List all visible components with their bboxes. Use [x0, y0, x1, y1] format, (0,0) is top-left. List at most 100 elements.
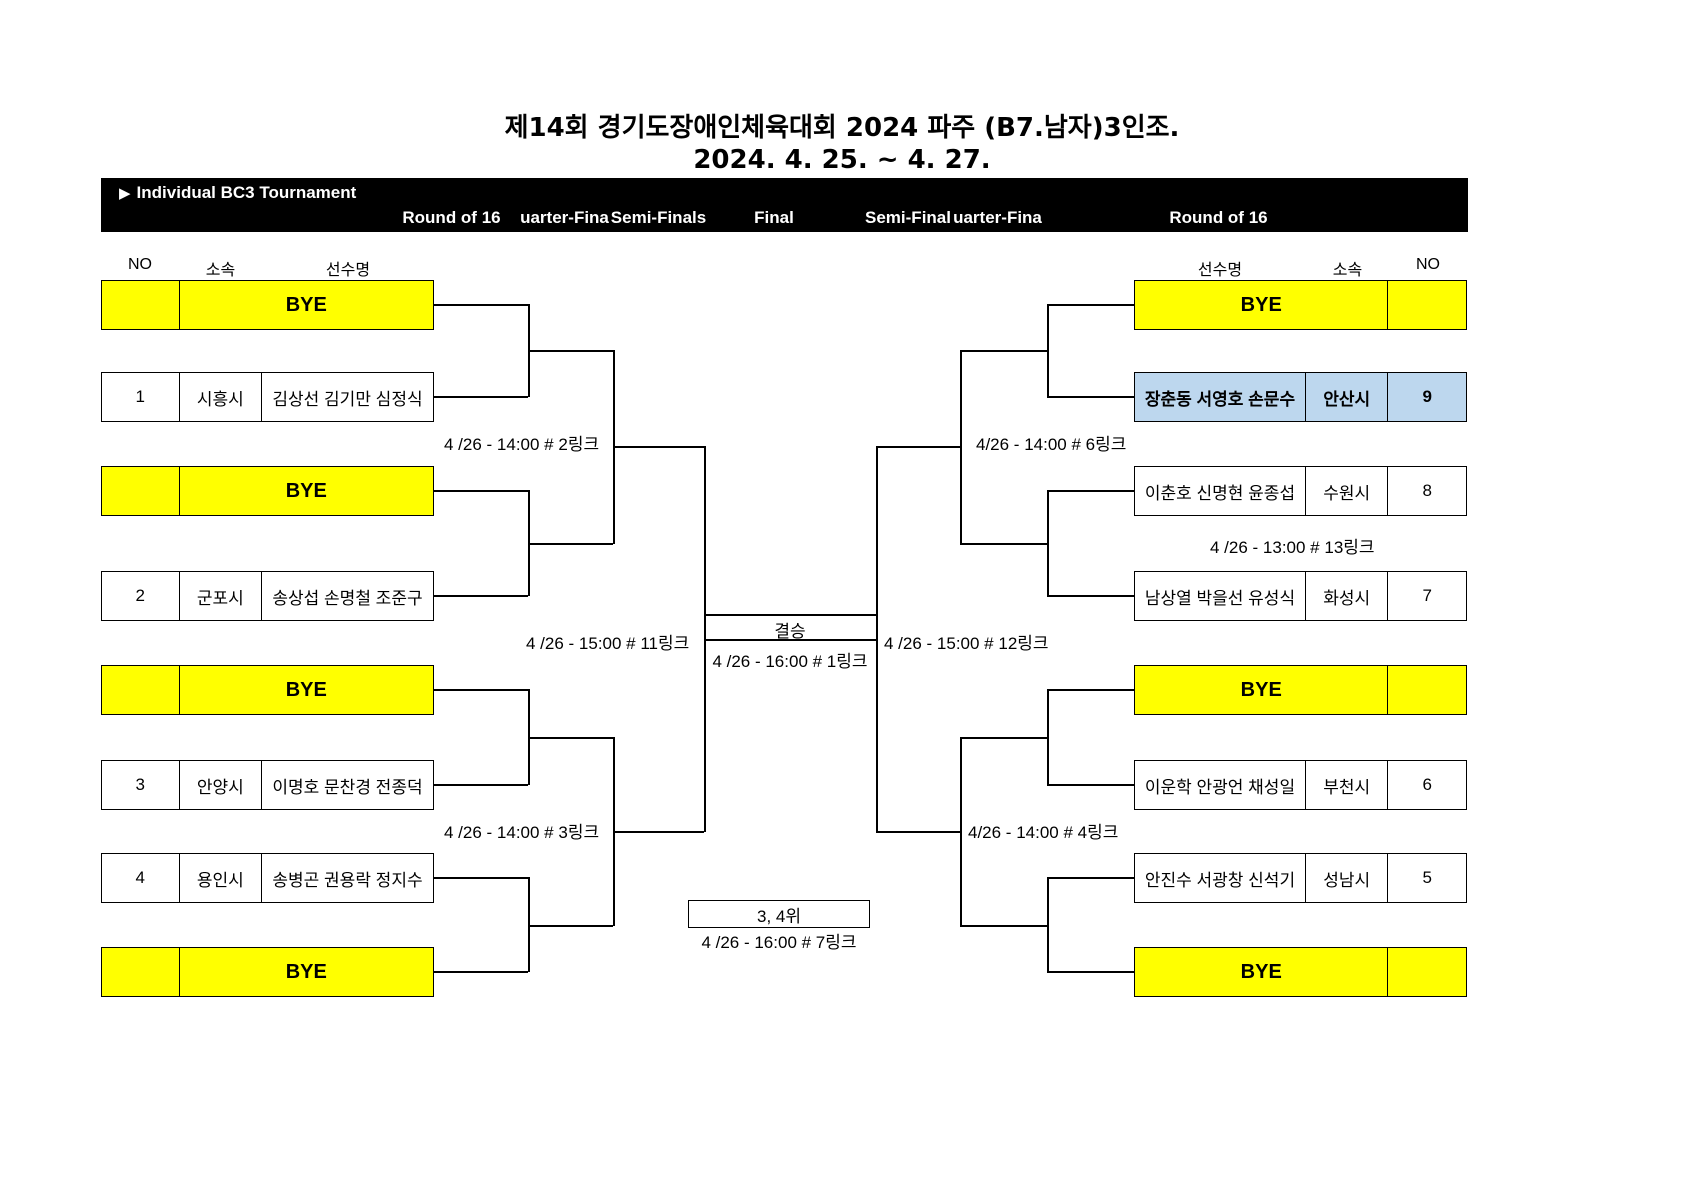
connector-right-d-out: [960, 925, 1047, 927]
col-caption-left-no: NO: [128, 256, 152, 273]
left-entry-2-no: [102, 467, 180, 515]
connector-left-a1: [434, 396, 528, 398]
left-entry-3[interactable]: 2 군포시 송상섭 손명철 조준구: [101, 571, 434, 621]
round-label-final: Final: [754, 208, 794, 227]
right-entry-5-players: 이운학 안광언 채성일: [1135, 761, 1306, 809]
connector-right-b1: [1047, 595, 1134, 597]
round-label-right-sf: Semi-Final: [865, 208, 951, 227]
left-entry-1-players: 김상선 김기만 심정식: [272, 389, 423, 409]
right-entry-6-no: 5: [1422, 868, 1432, 887]
connector-right-a0: [1047, 304, 1134, 306]
col-caption-left-players: 선수명: [325, 262, 371, 279]
right-entry-1-no: 9: [1422, 387, 1432, 406]
right-entry-7[interactable]: BYE: [1134, 947, 1467, 997]
match-time-right-sf: 4 /26 - 15:00 # 12링크: [884, 634, 1049, 653]
third-place-label: 3, 4위: [757, 906, 801, 926]
left-entry-0-players: BYE: [285, 293, 327, 316]
left-entry-2-players: BYE: [285, 479, 327, 502]
right-entry-0-no: [1388, 281, 1466, 329]
col-caption-right-no: NO: [1416, 256, 1440, 273]
left-entry-5-players: 이명호 문찬경 전종덕: [272, 777, 423, 797]
connector-left-b1: [434, 595, 528, 597]
left-entry-5-no: 3: [102, 761, 180, 809]
connector-left-d-v: [528, 877, 530, 972]
right-entry-5-team: 부천시: [1306, 761, 1389, 809]
connector-right-b0: [1047, 490, 1134, 492]
right-entry-6[interactable]: 안진수 서광창 신석기 성남시 5: [1134, 853, 1467, 903]
left-entry-4[interactable]: BYE: [101, 665, 434, 715]
connector-left-d0: [434, 877, 528, 879]
page-title: 제14회 경기도장애인체육대회 2024 파주 (B7.남자)3인조. 2024…: [0, 112, 1684, 176]
col-caption-right-players: 선수명: [1197, 262, 1243, 279]
left-entry-0-no: [102, 281, 180, 329]
right-entry-0[interactable]: BYE: [1134, 280, 1467, 330]
left-entry-5[interactable]: 3 안양시 이명호 문찬경 전종덕: [101, 760, 434, 810]
connector-right-c1: [1047, 784, 1134, 786]
left-entry-0[interactable]: BYE: [101, 280, 434, 330]
connector-left-b-out: [528, 543, 613, 545]
left-entry-3-team: 군포시: [180, 572, 263, 620]
left-entry-4-no: [102, 666, 180, 714]
connector-right-a-out: [960, 350, 1047, 352]
connector-left-a0: [434, 304, 528, 306]
right-entry-3-players: 남상열 박을선 유성식: [1135, 572, 1306, 620]
right-entry-2[interactable]: 이춘호 신명현 윤종섭 수원시 8: [1134, 466, 1467, 516]
left-entry-6-players: 송병곤 권용락 정지수: [272, 870, 423, 890]
match-time-left-sf: 4 /26 - 15:00 # 11링크: [526, 634, 690, 653]
left-entry-6[interactable]: 4 용인시 송병곤 권용락 정지수: [101, 853, 434, 903]
right-entry-3[interactable]: 남상열 박을선 유성식 화성시 7: [1134, 571, 1467, 621]
right-entry-1-players: 장춘동 서영호 손문수: [1135, 373, 1306, 421]
title-line-2: 2024. 4. 25. ~ 4. 27.: [693, 145, 991, 175]
left-entry-1-team: 시흥시: [180, 373, 263, 421]
connector-left-c0: [434, 689, 528, 691]
right-entry-3-team: 화성시: [1306, 572, 1389, 620]
final-label: 결승: [774, 622, 806, 641]
right-entry-3-no: 7: [1422, 586, 1432, 605]
tournament-name: Individual BC3 Tournament: [136, 183, 357, 202]
left-entry-7[interactable]: BYE: [101, 947, 434, 997]
left-entry-2[interactable]: BYE: [101, 466, 434, 516]
right-entry-4-no: [1388, 666, 1466, 714]
left-entry-7-players: BYE: [285, 960, 327, 983]
right-entry-5[interactable]: 이운학 안광언 채성일 부천시 6: [1134, 760, 1467, 810]
connector-left-qf-bot-out: [613, 831, 704, 833]
connector-left-c-out: [528, 737, 613, 739]
right-entry-4[interactable]: BYE: [1134, 665, 1467, 715]
left-entry-1-no: 1: [102, 373, 180, 421]
connector-right-d-v: [1047, 877, 1049, 972]
match-time-right-r16-top: 4 /26 - 13:00 # 13링크: [1210, 538, 1375, 557]
round-label-right-qf: uarter-Fina: [953, 208, 1042, 227]
left-entry-3-no: 2: [102, 572, 180, 620]
right-entry-2-players: 이춘호 신명현 윤종섭: [1135, 467, 1306, 515]
connector-left-qf-top-out: [613, 446, 704, 448]
connector-right-qf-top-out: [876, 446, 961, 448]
match-time-right-qf-top: 4/26 - 14:00 # 6링크: [976, 435, 1127, 454]
connector-right-d0: [1047, 877, 1134, 879]
right-entry-5-no: 6: [1422, 775, 1432, 794]
left-entry-1[interactable]: 1 시흥시 김상선 김기만 심정식: [101, 372, 434, 422]
left-entry-3-players: 송상섭 손명철 조준구: [272, 588, 423, 608]
right-entry-7-no: [1388, 948, 1466, 996]
connector-left-a-out: [528, 350, 613, 352]
right-entry-2-team: 수원시: [1306, 467, 1389, 515]
connector-right-b-v: [1047, 490, 1049, 596]
connector-left-d-out: [528, 925, 613, 927]
third-place-box[interactable]: 3, 4위: [688, 900, 870, 928]
connector-right-b-out: [960, 543, 1047, 545]
right-entry-1-team: 안산시: [1306, 373, 1389, 421]
connector-right-d1: [1047, 971, 1134, 973]
right-entry-6-team: 성남시: [1306, 854, 1389, 902]
right-entry-0-players: BYE: [1135, 281, 1389, 329]
match-time-left-qf-bottom: 4 /26 - 14:00 # 3링크: [444, 823, 600, 842]
tournament-header-bar: ▶Individual BC3 Tournament Round of 16 u…: [101, 178, 1468, 232]
final-box-top-line: [704, 614, 876, 616]
connector-right-c-out: [960, 737, 1047, 739]
right-entry-7-players: BYE: [1135, 948, 1389, 996]
left-entry-7-no: [102, 948, 180, 996]
round-label-left-qf: uarter-Fina: [520, 208, 609, 227]
connector-right-qf-bot-out: [876, 831, 961, 833]
match-time-left-qf-top: 4 /26 - 14:00 # 2링크: [444, 435, 600, 454]
right-entry-1[interactable]: 장춘동 서영호 손문수 안산시 9: [1134, 372, 1467, 422]
title-line-1: 제14회 경기도장애인체육대회 2024 파주 (B7.남자)3인조.: [504, 113, 1180, 143]
